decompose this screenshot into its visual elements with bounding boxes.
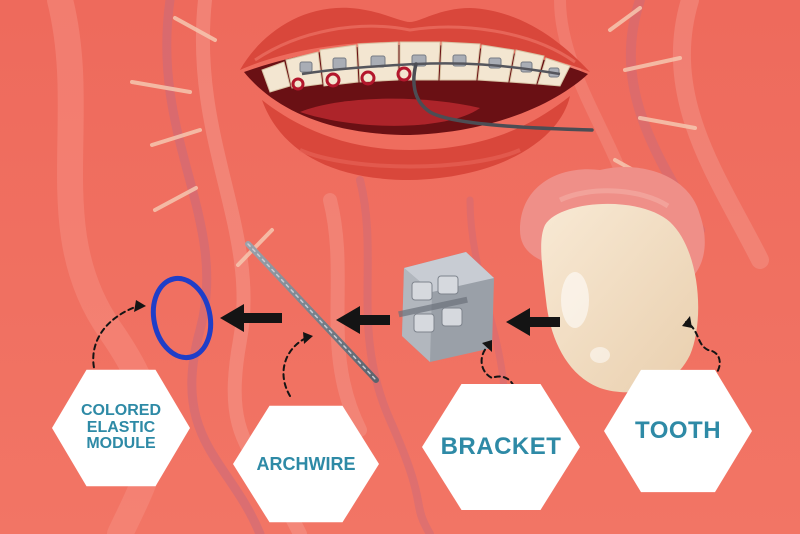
colored-elastic-module-hexagon: COLORED ELASTIC MODULE (52, 369, 190, 487)
dashed-leader-arrowhead (682, 316, 692, 328)
left-arrow (220, 304, 282, 332)
left-arrow (336, 306, 390, 334)
archwire-hexagon: ARCHWIRE (233, 405, 379, 523)
bracket-block (398, 252, 494, 362)
dashed-leader-line (282, 337, 307, 397)
tooth-hexagon: TOOTH (604, 369, 752, 493)
light-rays (130, 6, 697, 267)
left-arrow (506, 308, 560, 336)
archwire-label: ARCHWIRE (256, 453, 356, 474)
dashed-leader-arrowhead (482, 340, 492, 352)
dashed-leader-arrowhead (303, 332, 313, 344)
colored-elastic-module-label: COLORED ELASTIC MODULE (81, 401, 161, 453)
mouth-with-braces (240, 7, 594, 180)
dashed-leader-line (685, 321, 721, 385)
elastic-ring (150, 275, 214, 361)
archwire-segment (245, 241, 379, 383)
dashed-leader-arrowhead (134, 300, 146, 312)
dashed-leader-line (92, 305, 139, 377)
tooth-with-gum (520, 167, 705, 393)
tooth-label: TOOTH (634, 417, 722, 445)
bracket-label: BRACKET (440, 433, 562, 461)
